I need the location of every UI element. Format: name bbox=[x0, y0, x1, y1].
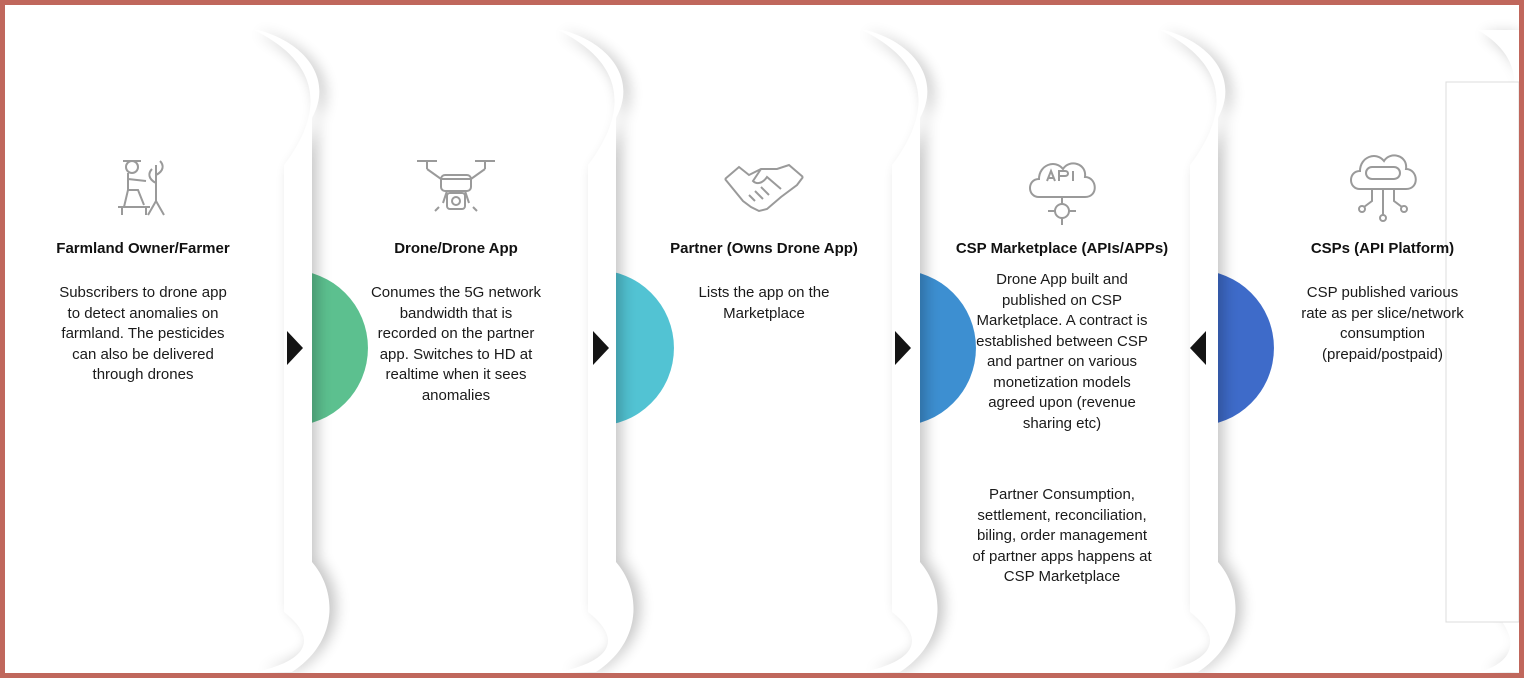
stage-title: Partner (Owns Drone App) bbox=[670, 240, 858, 257]
stage-description: Drone App built and published on CSP Mar… bbox=[976, 271, 1148, 432]
stage-title: CSP Marketplace (APIs/APPs) bbox=[955, 240, 1169, 257]
arrow-4 bbox=[1190, 331, 1206, 365]
stage-description: Conumes the 5G network bandwidth that is… bbox=[370, 284, 542, 404]
arrow-2 bbox=[593, 331, 609, 365]
stage-description-extra: Partner Consumption, settlement, reconci… bbox=[972, 486, 1152, 585]
handshake-icon bbox=[724, 163, 804, 213]
farmer-icon bbox=[118, 160, 165, 216]
api-cloud-icon bbox=[1029, 162, 1096, 225]
stage-title: Farmland Owner/Farmer bbox=[56, 240, 230, 257]
arrow-3 bbox=[895, 331, 911, 365]
api-platform-icon bbox=[1349, 154, 1417, 222]
stage-description: Lists the app on the Marketplace bbox=[698, 284, 830, 322]
stage-title: Drone/Drone App bbox=[394, 240, 518, 257]
stage-partner: Partner (Owns Drone App) Lists the app o… bbox=[633, 5, 895, 673]
end-panel bbox=[1445, 81, 1519, 623]
stage-title: CSPs (API Platform) bbox=[1310, 240, 1455, 257]
flow-background bbox=[254, 30, 1519, 672]
stage-drone: Drone/Drone App Conumes the 5G network b… bbox=[325, 5, 587, 673]
stage-description: CSP published various rate as per slice/… bbox=[1301, 284, 1464, 363]
stage-csp-marketplace: CSP Marketplace (APIs/APPs) Drone App bu… bbox=[931, 5, 1193, 673]
stage-farmer: Farmland Owner/Farmer Subscribers to dro… bbox=[17, 5, 269, 673]
stage-description: Subscribers to drone app to detect anoma… bbox=[59, 284, 227, 383]
arrow-1 bbox=[287, 331, 303, 365]
drone-icon bbox=[417, 160, 495, 212]
stage-csp-platform: CSPs (API Platform) CSP published variou… bbox=[1250, 5, 1515, 673]
